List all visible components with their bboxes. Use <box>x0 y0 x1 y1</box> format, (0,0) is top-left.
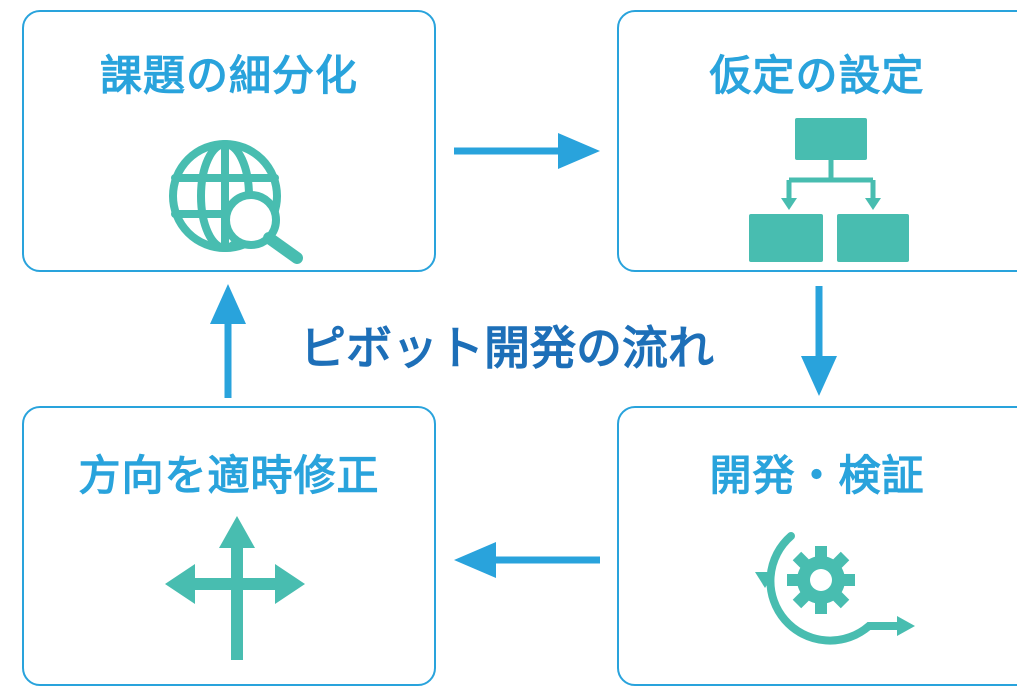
step-card-hypothesis: 仮定の設定 <box>617 10 1017 272</box>
direction-arrows-icon <box>159 510 309 660</box>
step-title: 課題の細分化 <box>99 51 358 100</box>
diagram-title: ピボット開発の流れ <box>300 321 714 375</box>
gear-cycle-icon <box>749 518 919 648</box>
arrow-right <box>454 133 602 169</box>
arrow-up <box>210 284 246 398</box>
step-card-course-correct: 方向を適時修正 <box>22 406 436 686</box>
step-card-problem-breakdown: 課題の細分化 <box>22 10 436 272</box>
hierarchy-icon <box>749 118 909 264</box>
step-title: 仮定の設定 <box>709 51 925 100</box>
step-card-develop-verify: 開発・検証 <box>617 406 1017 686</box>
globe-search-icon <box>159 130 309 264</box>
step-title: 方向を適時修正 <box>78 451 380 500</box>
arrow-left <box>452 542 600 578</box>
arrow-down <box>801 286 837 398</box>
step-title: 開発・検証 <box>709 451 925 500</box>
